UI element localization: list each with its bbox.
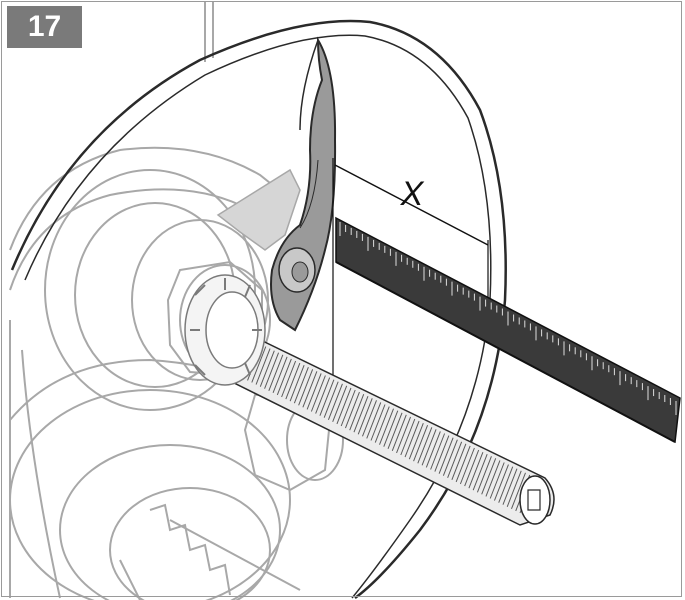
rod-thread	[353, 396, 369, 433]
rod-thread	[511, 472, 526, 510]
clamp-highlight	[216, 168, 301, 251]
rod-thread	[400, 418, 416, 456]
rod-thread	[493, 464, 509, 501]
rod-thread	[498, 466, 514, 503]
rod-thread	[323, 381, 339, 418]
rod-thread	[464, 449, 480, 487]
rod-thread	[366, 402, 382, 439]
rod-thread	[285, 362, 301, 400]
rod-thread	[276, 358, 292, 396]
rod-thread	[391, 414, 407, 452]
rod-thread	[472, 454, 488, 491]
rod-thread	[442, 439, 458, 476]
dimension-label: X	[400, 175, 425, 213]
rod-thread	[383, 410, 399, 447]
rod-thread	[255, 348, 271, 385]
rod-thread	[396, 416, 412, 454]
rod-thread	[408, 422, 424, 460]
rod-thread	[251, 346, 267, 383]
rod-thread	[425, 431, 441, 468]
rod-thread	[455, 445, 471, 483]
rod-thread	[344, 391, 360, 429]
rod-thread	[357, 398, 373, 435]
rod-thread	[374, 406, 390, 443]
rod-thread	[259, 350, 275, 387]
rod-thread	[327, 383, 343, 420]
rod-thread	[506, 470, 522, 507]
rod-thread	[434, 435, 450, 472]
rod-thread	[387, 412, 403, 449]
rod-thread	[281, 360, 297, 398]
rod-thread	[459, 447, 475, 485]
step-number-badge: 17	[7, 6, 82, 48]
rod-thread	[362, 400, 377, 437]
rod-thread	[489, 462, 505, 499]
rod-thread	[298, 369, 314, 406]
rod-thread	[417, 427, 433, 464]
rod-thread	[413, 425, 429, 462]
castle-nut	[184, 274, 266, 386]
lever-arm	[270, 36, 337, 332]
rod-thread	[404, 420, 420, 458]
rod-thread	[340, 389, 356, 427]
measuring-ruler	[335, 216, 681, 444]
rod-thread	[306, 373, 322, 410]
rod-thread	[310, 375, 326, 412]
rod-thread	[289, 364, 305, 402]
rod-thread	[349, 393, 365, 431]
rod-thread	[268, 354, 284, 391]
rod-thread	[481, 458, 497, 495]
rod-thread	[332, 385, 348, 423]
rod-thread	[447, 441, 463, 478]
rod-thread	[430, 433, 446, 470]
rod-thread	[293, 367, 309, 404]
rod-thread	[502, 468, 518, 505]
rod-thread	[468, 451, 484, 489]
rod-thread	[319, 379, 335, 416]
rod-thread	[302, 371, 318, 408]
rod-thread	[438, 437, 454, 474]
rod-thread	[315, 377, 331, 414]
rod-thread	[476, 456, 492, 493]
rod-thread	[451, 443, 467, 481]
rod-thread	[336, 387, 352, 425]
rod-thread	[272, 356, 288, 394]
threaded-rod	[216, 328, 555, 526]
rod-thread	[370, 404, 386, 441]
rod-thread	[379, 408, 394, 445]
rod-thread	[485, 460, 501, 497]
rod-thread	[264, 352, 280, 389]
rod-thread	[421, 429, 437, 466]
